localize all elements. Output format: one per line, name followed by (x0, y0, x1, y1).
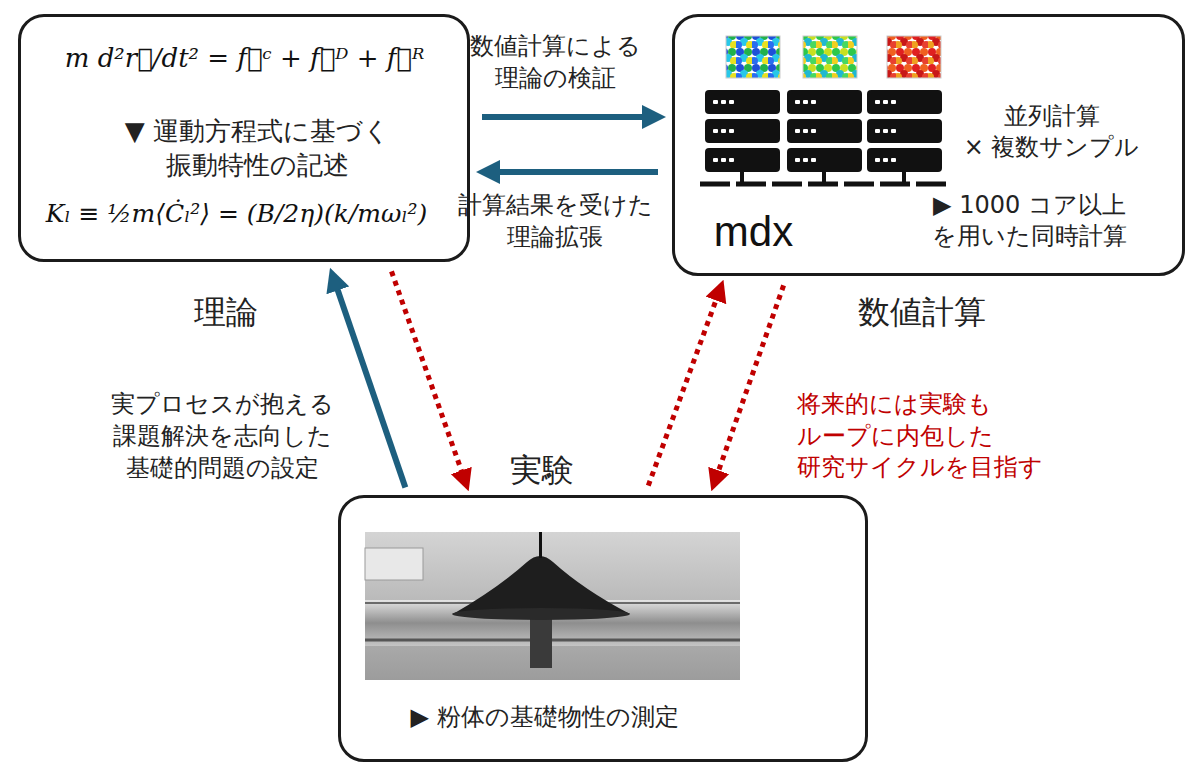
description-text: ▼ 運動方程式に基づく 振動特性の記述 (113, 113, 403, 182)
server-unit (705, 90, 780, 114)
photo-background (365, 532, 740, 680)
description-text: ▶ 1000 コア以上 を用いた同時計算 (924, 190, 1136, 253)
system-name: mdx (694, 204, 814, 259)
connector-group (333, 117, 784, 488)
dotted-arrow (648, 287, 720, 485)
server-rack-icon (700, 90, 948, 184)
server-unit (705, 148, 780, 172)
server-unit (867, 148, 942, 172)
box-heading: 実験 (487, 448, 597, 490)
server-unit (787, 119, 862, 143)
description-text: 並列計算 × 複数サンプル (952, 101, 1152, 164)
box-heading: 数値計算 (842, 290, 1002, 332)
theory-box: 理論m d²r⃗/dt² = f⃗ᶜ + f⃗ᴰ + f⃗ᴿ▼ 運動方程式に基づ… (18, 14, 470, 262)
description-text: ▶ 粉体の基礎物性の測定 (375, 702, 715, 734)
photo-device (365, 548, 423, 580)
solid-arrow (484, 169, 658, 175)
server-unit (787, 148, 862, 172)
box-heading: 理論 (166, 290, 286, 332)
server-unit (867, 119, 942, 143)
network-bus (700, 182, 948, 187)
photo-rod (539, 532, 542, 558)
edge-label: 実プロセスが抱える 課題解決を志向した 基礎的問題の設定 (105, 390, 340, 485)
computation-box: 数値計算並列計算 × 複数サンプルmdx▶ 1000 コア以上 を用いた同時計算 (672, 14, 1185, 276)
equation: m d²r⃗/dt² = f⃗ᶜ + f⃗ᴰ + f⃗ᴿ (30, 40, 460, 74)
photo-tray-edge (365, 639, 740, 642)
note-text: 将来的には実験も ループに内包した 研究サイクルを目指す (797, 389, 1052, 484)
particle-cube (887, 36, 941, 78)
server-unit (867, 90, 942, 114)
solid-arrow (482, 114, 658, 120)
server-unit (705, 119, 780, 143)
equation: Kₗ ≡ ½m⟨Ċₗ²⟩ = (B/2η)(k/mωₗ²) (17, 196, 457, 229)
experiment-box: 実験▶ 粉体の基礎物性の測定 (338, 495, 868, 762)
dotted-arrow (392, 271, 466, 483)
edge-label: 数値計算による 理論の検証 (460, 31, 650, 94)
photo-pedestal (530, 616, 552, 668)
powder-cone (453, 556, 630, 614)
edge-label: 計算結果を受けた 理論拡張 (450, 190, 660, 253)
dotted-arrow (714, 285, 784, 483)
particle-cube (803, 36, 857, 78)
server-unit (787, 90, 862, 114)
particle-cube (726, 36, 780, 78)
experiment-photo (365, 532, 740, 680)
powder-cone-base (452, 608, 630, 620)
particle-cubes (726, 36, 941, 78)
solid-arrow (333, 275, 406, 487)
